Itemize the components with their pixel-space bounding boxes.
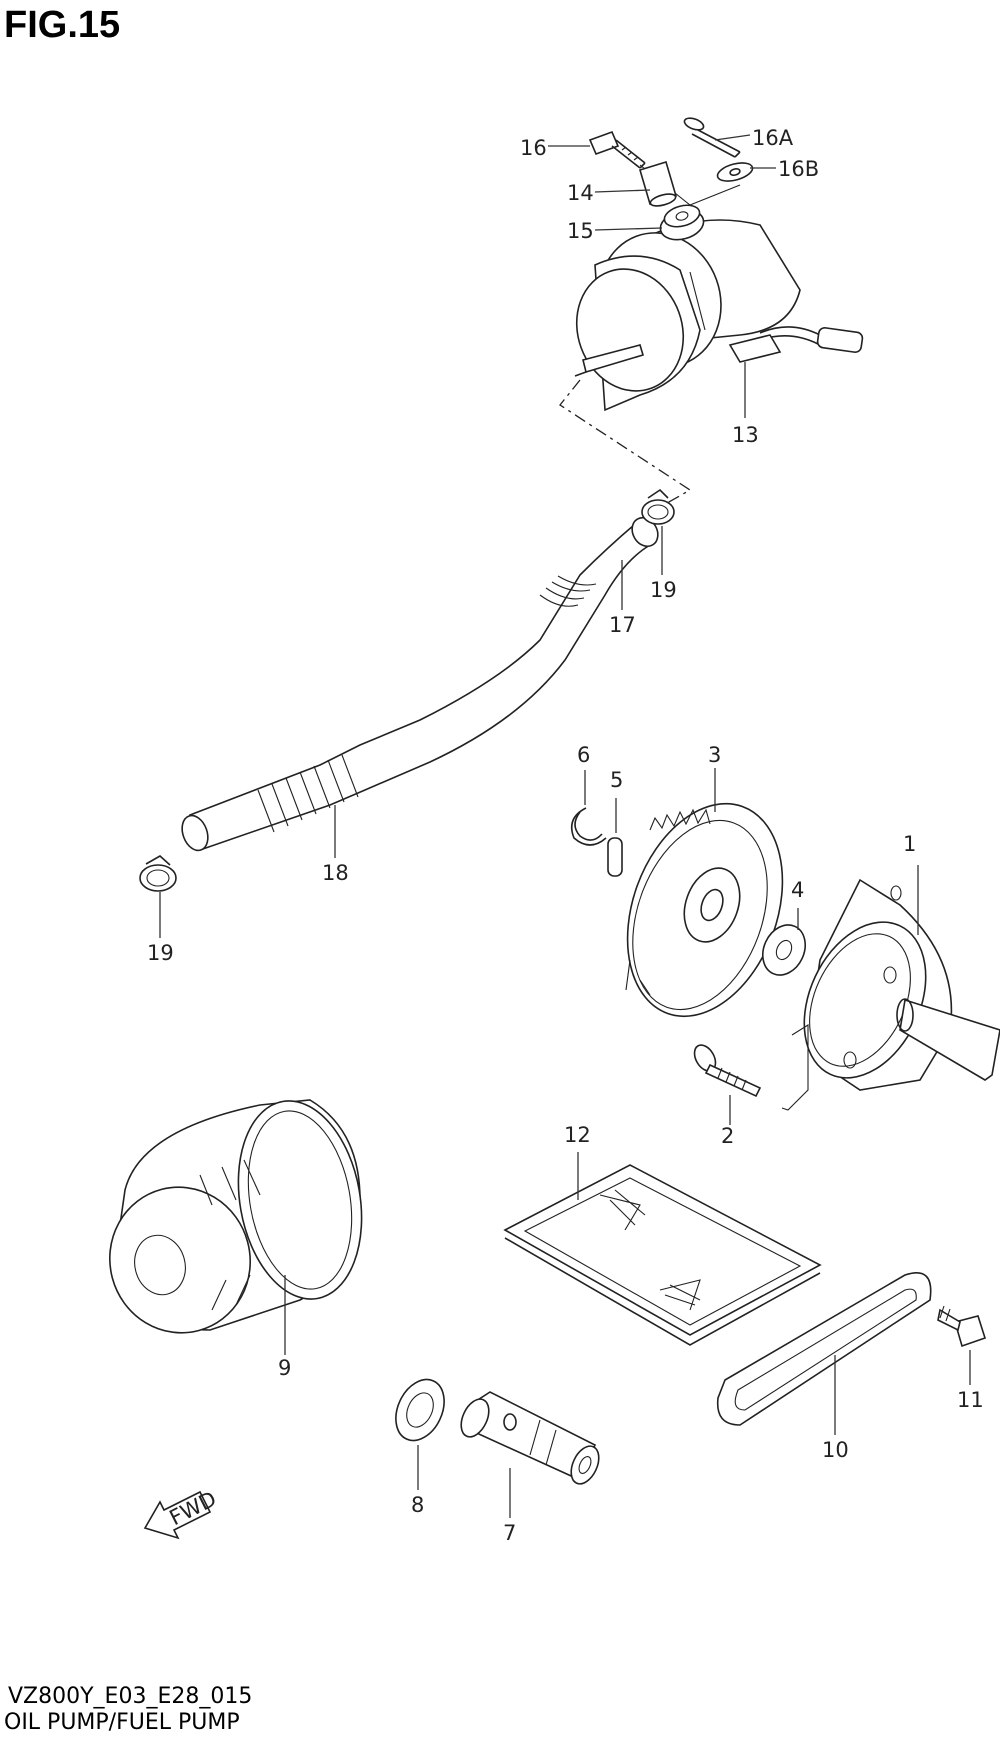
part-label: 16A [752, 126, 794, 150]
gear-icon [625, 802, 784, 1018]
assembly-line [559, 379, 692, 511]
union-bolt-icon [460, 1391, 600, 1485]
part-label: 7 [503, 1521, 516, 1545]
part-label: 16B [778, 157, 819, 181]
diagram-code: VZ800Y_E03_E28_015 [8, 1684, 253, 1709]
part-label: 9 [278, 1356, 291, 1380]
part-label: 19 [147, 941, 174, 965]
figure-title: FIG.15 [4, 4, 121, 46]
part-label: 5 [610, 768, 623, 792]
part-label: 19 [650, 578, 677, 602]
part-label: 18 [322, 861, 349, 885]
bolt-icon [693, 1044, 762, 1098]
part-label: 14 [567, 181, 594, 205]
part-label: 11 [957, 1388, 984, 1412]
assembly-line [781, 1024, 809, 1111]
pin-icon [607, 837, 623, 877]
part-label: 16 [520, 136, 547, 160]
part-label: 17 [609, 613, 636, 637]
part-label: 15 [567, 219, 594, 243]
clamp-icon [139, 855, 177, 892]
part-label: 3 [708, 743, 721, 767]
part-label: 4 [791, 878, 804, 902]
bolt-icon [937, 1305, 986, 1348]
diagram-title: OIL PUMP/FUEL PUMP [4, 1710, 240, 1735]
strainer-icon [503, 1164, 822, 1346]
bolt-icon [588, 130, 646, 169]
part-label: 12 [564, 1123, 591, 1147]
part-label: 13 [732, 423, 759, 447]
spacer-icon [639, 160, 677, 207]
fuel-pump-icon [574, 219, 864, 412]
hose-icon [181, 516, 659, 852]
part-label: 6 [577, 743, 590, 767]
oil-filter-icon [108, 1099, 363, 1334]
part-label: 10 [822, 1438, 849, 1462]
washer-icon [716, 162, 754, 182]
fwd-label: FWD [166, 1487, 221, 1531]
circlip-icon [570, 807, 607, 846]
oil-pump-icon [803, 878, 1000, 1091]
arrow-forward-icon [143, 1490, 212, 1540]
bolt-icon [683, 117, 741, 158]
cushion-icon [659, 204, 705, 241]
gasket-icon [395, 1378, 445, 1442]
washer-icon [762, 924, 806, 976]
part-label: 1 [903, 832, 916, 856]
clamp-icon [641, 488, 675, 525]
part-label: 8 [411, 1493, 424, 1517]
part-label: 2 [721, 1124, 734, 1148]
